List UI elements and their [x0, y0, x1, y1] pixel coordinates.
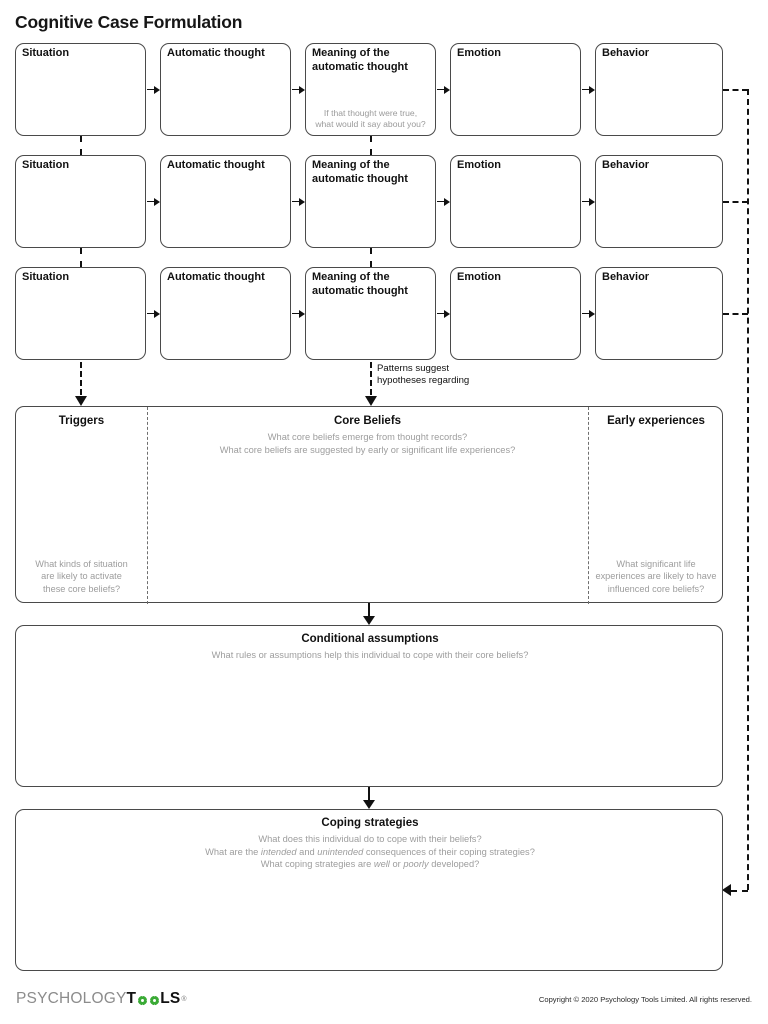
conditional-assumptions-title: Conditional assumptions: [301, 633, 439, 645]
copyright-notice: Copyright © 2020 Psychology Tools Limite…: [538, 995, 752, 1004]
core-beliefs-subtitle-line2: What core beliefs are suggested by early…: [219, 444, 516, 455]
meaning-hint-row1: If that thought were true, what would it…: [315, 108, 426, 129]
dashed-connector-situation-row2-row3: [80, 248, 82, 267]
emotion-box-row3[interactable]: Emotion: [450, 267, 581, 360]
logo-text-light: PSYCHOLOGY: [16, 990, 127, 1007]
coping-line2-unintended: unintended: [317, 846, 364, 857]
dashed-feedback-rail: [747, 89, 749, 890]
gear-icon-2: [148, 994, 160, 1006]
coping-strategies-box[interactable]: Coping strategies What does this individ…: [15, 809, 723, 971]
arrow-emotion-to-behavior-row2: [582, 197, 595, 206]
core-beliefs-subtitle-line1: What core beliefs emerge from thought re…: [267, 432, 468, 442]
coping-line2-intended: intended: [260, 846, 297, 857]
automatic-thought-label-row2: Automatic thought: [167, 159, 265, 171]
coping-line3-well: well: [373, 859, 390, 870]
dashed-connector-situation-row1-row2: [80, 136, 82, 155]
automatic-thought-label-row3: Automatic thought: [167, 271, 265, 283]
triggers-title: Triggers: [58, 415, 105, 427]
arrow-thought-to-meaning-row1: [292, 85, 305, 94]
panel-divider-triggers: [147, 407, 148, 604]
automatic-thought-box-row1[interactable]: Automatic thought: [160, 43, 291, 136]
coping-line3-part-b: or: [389, 859, 404, 870]
automatic-thought-box-row2[interactable]: Automatic thought: [160, 155, 291, 248]
panel-divider-early-experiences: [588, 407, 589, 604]
arrow-emotion-to-behavior-row1: [582, 85, 595, 94]
coping-line3-part-c: developed?: [428, 859, 480, 870]
emotion-box-row2[interactable]: Emotion: [450, 155, 581, 248]
arrow-situation-to-thought-row2: [147, 197, 160, 206]
coping-line3-part-a: What coping strategies are: [260, 859, 374, 870]
behavior-box-row2[interactable]: Behavior: [595, 155, 723, 248]
coping-strategies-subtitle: What does this individual do to cope wit…: [16, 833, 724, 871]
conditional-assumptions-box[interactable]: Conditional assumptions What rules or as…: [15, 625, 723, 787]
coping-line2-part-b: and: [296, 846, 318, 857]
arrow-emotion-to-behavior-row3: [582, 309, 595, 318]
situation-label-row1: Situation: [22, 47, 70, 59]
behavior-label-row3: Behavior: [602, 271, 650, 283]
arrow-meaning-to-emotion-row2: [437, 197, 450, 206]
behavior-label-row1: Behavior: [602, 47, 650, 59]
core-beliefs-panel[interactable]: Triggers What kinds of situation are lik…: [15, 406, 723, 604]
coping-line2-part-c: consequences of their coping strategies?: [363, 846, 535, 857]
arrow-conditional-assumptions-to-coping-strategies: [363, 787, 375, 809]
dashed-feedback-stub-row3: [723, 313, 748, 315]
situation-label-row2: Situation: [22, 159, 70, 171]
arrow-core-beliefs-to-conditional-assumptions: [363, 603, 375, 625]
core-beliefs-title: Core Beliefs: [333, 415, 402, 427]
meaning-label-row2: Meaning of the automatic thought: [312, 159, 408, 185]
meaning-box-row1[interactable]: Meaning of the automatic thought If that…: [305, 43, 436, 136]
arrow-situation-to-thought-row3: [147, 309, 160, 318]
behavior-box-row3[interactable]: Behavior: [595, 267, 723, 360]
dashed-feedback-arrowhead: [722, 884, 731, 896]
arrow-thought-to-meaning-row3: [292, 309, 305, 318]
dashed-feedback-stub-row1: [723, 89, 748, 91]
coping-line3-poorly: poorly: [403, 859, 429, 870]
behavior-label-row2: Behavior: [602, 159, 650, 171]
arrow-meaning-to-emotion-row1: [437, 85, 450, 94]
emotion-box-row1[interactable]: Emotion: [450, 43, 581, 136]
core-beliefs-subtitle: What core beliefs emerge from thought re…: [147, 431, 588, 456]
logo-text-bold-ls: LS: [160, 990, 181, 1007]
coping-strategies-subtitle-line3: What coping strategies are well or poorl…: [16, 858, 724, 871]
meaning-box-row3[interactable]: Meaning of the automatic thought: [305, 267, 436, 360]
meaning-box-row2[interactable]: Meaning of the automatic thought: [305, 155, 436, 248]
logo-text-bold-t: T: [126, 990, 137, 1007]
coping-strategies-subtitle-line1: What does this individual do to cope wit…: [258, 834, 482, 844]
dashed-feedback-stub-row2: [723, 201, 748, 203]
early-experiences-title: Early experiences: [607, 415, 705, 427]
meaning-label-row3: Meaning of the automatic thought: [312, 271, 408, 297]
dashed-connector-meaning-row2-row3: [370, 248, 372, 267]
coping-line2-part-a: What are the: [205, 846, 261, 857]
arrow-thought-to-meaning-row2: [292, 197, 305, 206]
emotion-label-row3: Emotion: [457, 271, 501, 283]
dashed-feedback-into-coping: [731, 890, 748, 892]
page-title: Cognitive Case Formulation: [15, 12, 243, 32]
early-experiences-hint: What significant life experiences are li…: [595, 558, 717, 594]
emotion-label-row1: Emotion: [457, 47, 501, 59]
patterns-suggest-note: Patterns suggest hypotheses regarding: [377, 363, 470, 386]
registered-trademark-icon: ®: [181, 995, 187, 1003]
situation-box-row3[interactable]: Situation: [15, 267, 146, 360]
dashed-connector-meaning-row1-row2: [370, 136, 372, 155]
coping-strategies-title: Coping strategies: [321, 817, 419, 829]
automatic-thought-box-row3[interactable]: Automatic thought: [160, 267, 291, 360]
triggers-hint: What kinds of situation are likely to ac…: [35, 558, 128, 594]
situation-box-row2[interactable]: Situation: [15, 155, 146, 248]
emotion-label-row2: Emotion: [457, 159, 501, 171]
arrow-situation-to-thought-row1: [147, 85, 160, 94]
dashed-arrow-meaning-to-core-beliefs: [364, 362, 378, 406]
situation-label-row3: Situation: [22, 271, 70, 283]
conditional-assumptions-subtitle: What rules or assumptions help this indi…: [211, 650, 529, 660]
arrow-meaning-to-emotion-row3: [437, 309, 450, 318]
meaning-label-row1: Meaning of the automatic thought: [312, 47, 408, 73]
automatic-thought-label-row1: Automatic thought: [167, 47, 265, 59]
behavior-box-row1[interactable]: Behavior: [595, 43, 723, 136]
gear-icon-1: [136, 994, 148, 1006]
situation-box-row1[interactable]: Situation: [15, 43, 146, 136]
coping-strategies-subtitle-line2: What are the intended and unintended con…: [16, 846, 724, 859]
dashed-arrow-situation-to-triggers: [74, 362, 88, 406]
